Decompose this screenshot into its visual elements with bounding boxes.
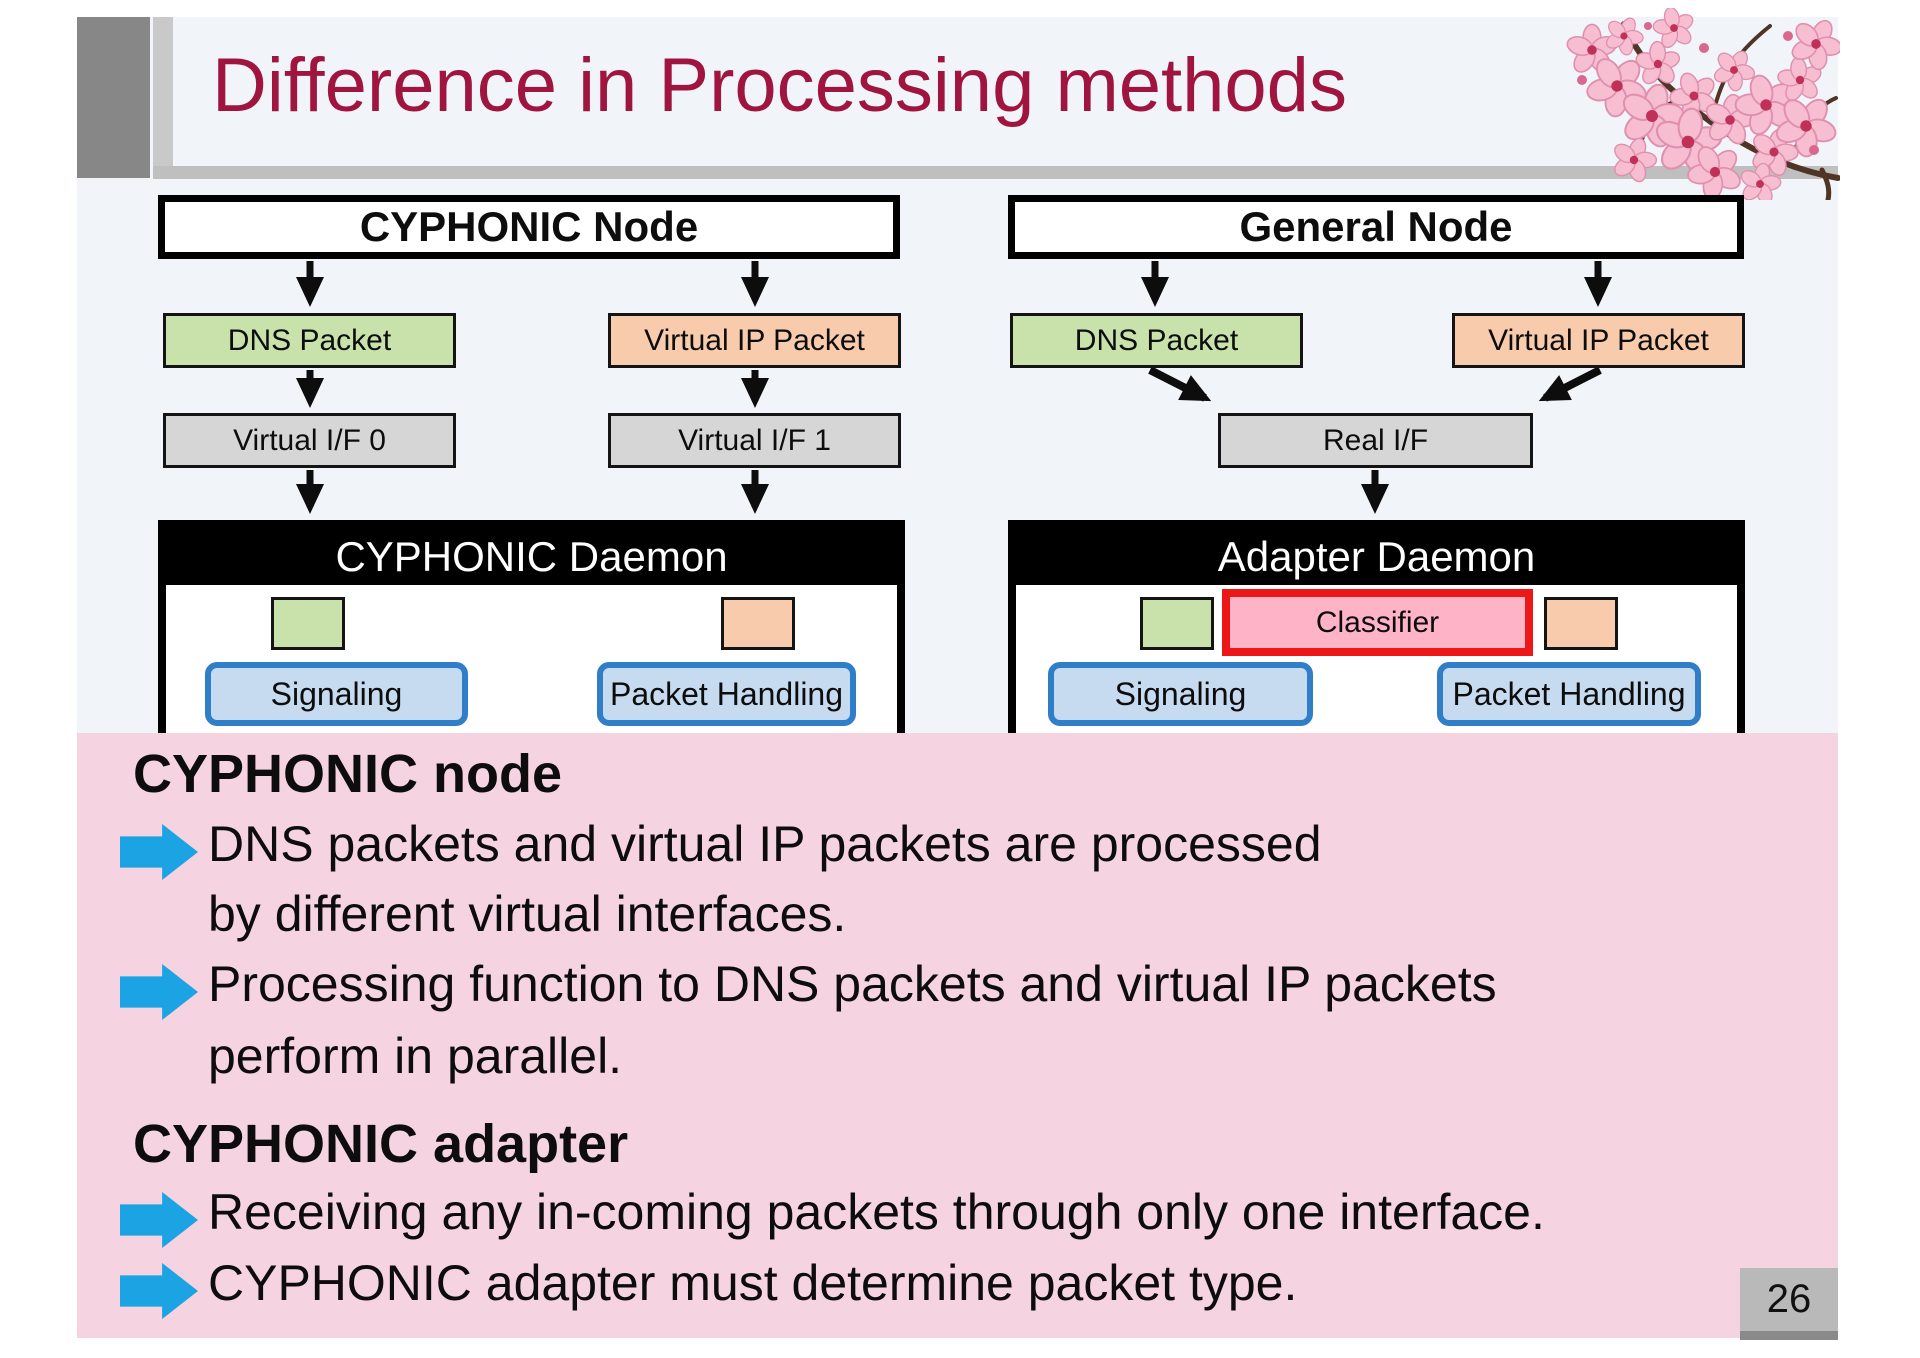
adapter-daemon-title: Adapter Daemon	[1016, 528, 1737, 585]
notes-section1-title: CYPHONIC node	[133, 744, 563, 804]
page-title: Difference in Processing methods	[212, 43, 1347, 128]
signaling-box-right: Signaling	[1048, 662, 1313, 726]
packet-handling-box-left: Packet Handling	[597, 662, 856, 726]
vip-flow-square-right	[1544, 597, 1618, 650]
note-bullet4: CYPHONIC adapter must determine packet t…	[208, 1255, 1298, 1311]
dns-packet-box-right: DNS Packet	[1010, 313, 1303, 368]
packet-handling-box-right: Packet Handling	[1437, 662, 1701, 726]
title-decoration-dark-block	[77, 17, 150, 178]
dns-packet-box-left: DNS Packet	[163, 313, 456, 368]
general-node-box: General Node	[1008, 195, 1744, 259]
notes-section2-title: CYPHONIC adapter	[133, 1114, 629, 1174]
vip-flow-square-left	[721, 597, 795, 650]
virtual-ip-packet-box-right: Virtual IP Packet	[1452, 313, 1745, 368]
page-number-underline	[1740, 1331, 1838, 1340]
page-number: 26	[1740, 1268, 1838, 1331]
note-bullet2-line1: Processing function to DNS packets and v…	[208, 956, 1497, 1012]
arrow	[1538, 366, 1602, 402]
notes-panel	[77, 733, 1838, 1338]
note-bullet1-line1: DNS packets and virtual IP packets are p…	[208, 816, 1322, 872]
note-bullet2-line2: perform in parallel.	[208, 1028, 623, 1084]
signaling-box-left: Signaling	[205, 662, 468, 726]
arrow	[1148, 366, 1212, 402]
classifier-box: Classifier	[1222, 589, 1533, 656]
real-if-box: Real I/F	[1218, 413, 1533, 468]
dns-flow-square-right	[1140, 597, 1214, 650]
title-underline-bar	[153, 166, 1838, 179]
cyphonic-node-box: CYPHONIC Node	[158, 195, 900, 259]
title-decoration-light-block	[153, 17, 173, 178]
virtual-ip-packet-box-left: Virtual IP Packet	[608, 313, 901, 368]
virtual-if0-box: Virtual I/F 0	[163, 413, 456, 468]
note-bullet3: Receiving any in-coming packets through …	[208, 1184, 1545, 1240]
dns-flow-square-left	[271, 597, 345, 650]
cyphonic-daemon-title: CYPHONIC Daemon	[166, 528, 897, 585]
cherry-blossom-icon	[1564, 8, 1840, 200]
note-bullet1-line2: by different virtual interfaces.	[208, 886, 847, 942]
virtual-if1-box: Virtual I/F 1	[608, 413, 901, 468]
page-number-badge: 26	[1740, 1268, 1838, 1340]
